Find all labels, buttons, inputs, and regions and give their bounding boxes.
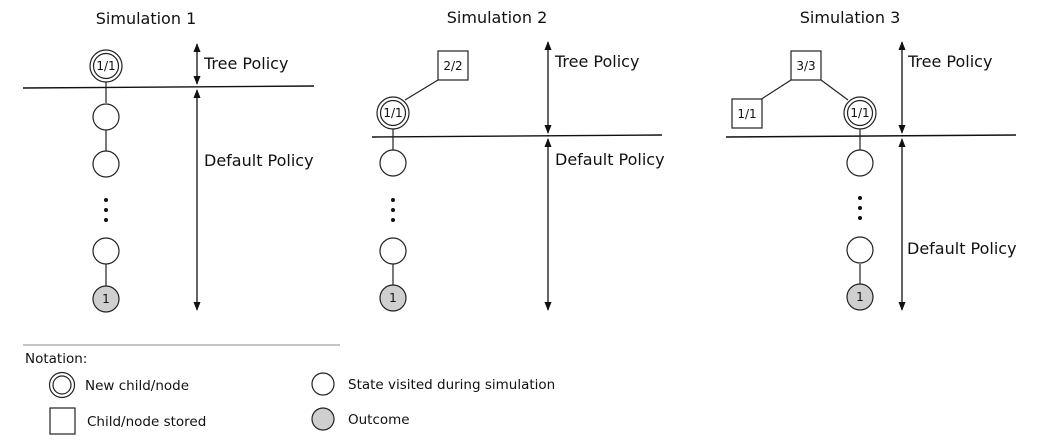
simulation-1: Simulation 1 1/1 1 Tree Policy <box>22 9 315 313</box>
ellipsis-dots <box>858 196 862 220</box>
tree-policy-label: Tree Policy <box>907 52 992 71</box>
notation-legend: Notation: New child/node Child/node stor… <box>23 344 555 435</box>
outcome-label: 1 <box>102 292 110 306</box>
simulation-3: Simulation 3 3/3 1/1 1/1 <box>725 8 1017 311</box>
policy-separator <box>725 134 1017 138</box>
visited-state-node <box>379 149 407 177</box>
ellipsis-dots <box>104 198 108 222</box>
legend-stored-node-text: Child/node stored <box>87 414 206 430</box>
tree-policy-label: Tree Policy <box>203 54 288 73</box>
default-policy-label: Default Policy <box>907 239 1017 258</box>
stored-root-label: 3/3 <box>796 59 815 73</box>
stored-root-node: 3/3 <box>790 50 822 81</box>
new-node-label: 1/1 <box>850 106 869 120</box>
legend-stored-node-symbol <box>49 407 76 435</box>
tree-edge <box>759 79 792 101</box>
tree-edge <box>404 79 439 101</box>
policy-separator <box>22 85 315 89</box>
simulation-3-title: Simulation 3 <box>800 8 901 27</box>
visited-state-node <box>92 103 120 131</box>
legend-visited-state-text: State visited during simulation <box>348 377 555 393</box>
new-node-label: 1/1 <box>383 106 402 120</box>
new-node: 1/1 <box>843 96 877 130</box>
policy-separator <box>371 134 663 138</box>
visited-state-node <box>379 237 407 265</box>
simulation-2-title: Simulation 2 <box>447 8 548 27</box>
tree-edge <box>820 79 849 101</box>
visited-state-node <box>846 149 874 177</box>
outcome-label: 1 <box>856 290 864 304</box>
stored-node-label: 2/2 <box>443 59 462 73</box>
visited-state-node <box>92 150 120 178</box>
legend-outcome-text: Outcome <box>348 412 410 428</box>
stored-node: 2/2 <box>437 50 469 81</box>
legend-outcome-symbol <box>311 407 335 431</box>
stored-child-node: 1/1 <box>731 98 763 129</box>
visited-state-node <box>846 236 874 264</box>
legend-new-node-text: New child/node <box>85 378 189 394</box>
visited-state-node <box>92 237 120 265</box>
legend-new-node-symbol <box>48 371 76 399</box>
simulation-1-title: Simulation 1 <box>96 9 197 28</box>
outcome-node: 1 <box>379 284 407 312</box>
new-node-label: 1/1 <box>96 59 115 73</box>
simulation-2: Simulation 2 2/2 1/1 1 Tre <box>371 8 665 312</box>
default-policy-label: Default Policy <box>555 150 665 169</box>
default-policy-label: Default Policy <box>204 151 314 170</box>
notation-title: Notation: <box>25 351 87 367</box>
outcome-node: 1 <box>846 283 874 311</box>
outcome-label: 1 <box>389 291 397 305</box>
outcome-node: 1 <box>92 285 120 313</box>
new-node: 1/1 <box>89 49 123 83</box>
new-node: 1/1 <box>376 96 410 130</box>
stored-child-label: 1/1 <box>737 107 756 121</box>
legend-visited-state-symbol <box>311 372 335 396</box>
tree-policy-label: Tree Policy <box>554 52 639 71</box>
ellipsis-dots <box>391 198 395 222</box>
